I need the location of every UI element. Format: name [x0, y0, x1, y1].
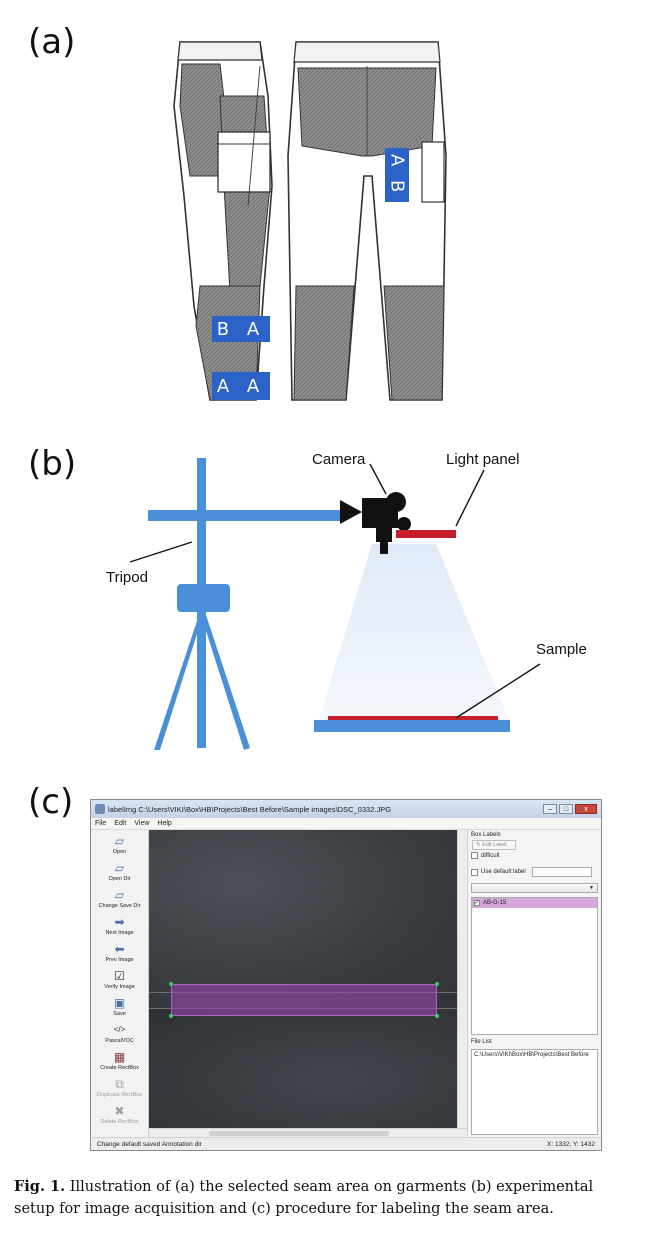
label-visible-checkbox[interactable]: ✓ [474, 900, 480, 906]
trouser-side-view [173, 41, 273, 401]
seam-label-aa: A A [212, 372, 270, 400]
bbox-handle[interactable] [435, 1014, 439, 1018]
pascalvoc-button[interactable]: </> PascalVOC [105, 1025, 134, 1044]
open-dir-button[interactable]: ▱ Open Dir [108, 861, 131, 882]
folder-dir-icon: ▱ [114, 861, 125, 875]
bbox-handle[interactable] [169, 982, 173, 986]
menu-bar: File Edit View Help [91, 818, 601, 830]
difficult-checkbox[interactable] [471, 852, 478, 859]
bbox-handle[interactable] [435, 982, 439, 986]
panel-b-letter: (b) [28, 444, 77, 484]
menu-help[interactable]: Help [157, 820, 172, 827]
box-labels-title: Box Labels [471, 832, 501, 838]
status-bar: Change default saved Annotation dir X: 1… [91, 1137, 601, 1150]
sample-base [314, 720, 510, 732]
use-default-label-checkbox[interactable] [471, 868, 478, 876]
floppy-save-icon: ▣ [113, 996, 126, 1010]
title-bar: labelImg C:\Users\VIKI\Box\HB\Projects\B… [91, 800, 601, 818]
window-title: labelImg C:\Users\VIKI\Box\HB\Projects\B… [108, 804, 392, 814]
delete-rectbox-button[interactable]: ✖ Delete RectBox [100, 1104, 139, 1125]
seam-label-ab: A B [385, 148, 409, 202]
bounding-box[interactable] [171, 984, 437, 1016]
duplicate-rectbox-button[interactable]: ⧉ Duplicate RectBox [96, 1077, 143, 1098]
light-panel-label: Light panel [446, 451, 519, 468]
app-icon [95, 804, 105, 814]
folder-open-icon: ▱ [114, 834, 125, 848]
caption-label: Fig. 1. [14, 1178, 66, 1195]
trousers-drawing [173, 41, 447, 401]
chevron-down-icon: ▼ [589, 885, 594, 891]
menu-file[interactable]: File [95, 820, 107, 827]
default-label-row: Use default label [468, 865, 601, 879]
file-list-title: File List [471, 1039, 492, 1045]
light-panel [396, 530, 456, 538]
arrow-left-icon: ⬅ [114, 942, 125, 956]
maximize-button[interactable]: □ [559, 804, 573, 814]
tripod-label: Tripod [106, 569, 148, 586]
vertical-scrollbar[interactable] [457, 830, 467, 1128]
camera-icon [340, 492, 411, 554]
garment-illustration: B A A A A B [160, 36, 460, 406]
tool-bar: ▱ Open ▱ Open Dir ▱ Change Save Dir ➡ Ne… [91, 830, 149, 1138]
seam-label-ba: B A [212, 316, 270, 342]
cursor-coordinates: X: 1332; Y: 1432 [547, 1140, 595, 1148]
panel-c-letter: (c) [28, 782, 74, 822]
save-button[interactable]: ▣ Save [113, 996, 126, 1017]
tripod [148, 458, 344, 750]
arrow-right-icon: ➡ [114, 915, 125, 929]
duplicate-rect-icon: ⧉ [115, 1077, 124, 1091]
labelimg-window: labelImg C:\Users\VIKI\Box\HB\Projects\B… [90, 799, 602, 1151]
image-canvas[interactable] [149, 830, 457, 1128]
fabric-lower-region [149, 1008, 457, 1128]
pencil-icon: ✎ [476, 842, 483, 848]
caption-text: Illustration of (a) the selected seam ar… [14, 1179, 594, 1217]
sample-label: Sample [536, 641, 587, 658]
bbox-handle[interactable] [169, 1014, 173, 1018]
verify-check-icon: ☑ [114, 969, 125, 983]
figure-caption: Fig. 1. Illustration of (a) the selected… [14, 1176, 634, 1220]
camera-label: Camera [312, 451, 366, 468]
horizontal-scrollbar[interactable] [149, 1128, 467, 1138]
next-image-button[interactable]: ➡ Next Image [105, 915, 134, 936]
menu-view[interactable]: View [134, 820, 150, 827]
status-message: Change default saved Annotation dir [97, 1140, 202, 1148]
prev-image-button[interactable]: ⬅ Prev Image [105, 942, 134, 963]
create-rectbox-button[interactable]: ▦ Create RectBox [100, 1050, 139, 1071]
label-list[interactable]: ✓ AB-G-15 [471, 897, 598, 1035]
label-combobox[interactable]: ▼ [471, 883, 598, 893]
create-rect-icon: ▦ [113, 1050, 126, 1064]
acquisition-setup-diagram: Camera Light panel Tripod Sample [100, 440, 640, 760]
trouser-front-view [287, 41, 447, 401]
code-format-icon: </> [113, 1025, 126, 1034]
difficult-row: difficult [468, 850, 601, 861]
fabric-upper-region [149, 830, 457, 1008]
change-save-dir-button[interactable]: ▱ Change Save Dir [98, 888, 141, 909]
menu-edit[interactable]: Edit [114, 820, 127, 827]
default-label-input[interactable] [531, 867, 592, 877]
delete-rect-icon: ✖ [114, 1104, 125, 1118]
close-button[interactable]: x [575, 804, 597, 814]
panel-a-letter: (a) [28, 22, 76, 62]
sample-strip [328, 716, 498, 720]
list-item[interactable]: C:\Users\VIKI\Box\HB\Projects\Best Befor… [474, 1052, 589, 1058]
file-list[interactable]: C:\Users\VIKI\Box\HB\Projects\Best Befor… [471, 1049, 598, 1135]
right-dock: Box Labels ✎ Edit Label difficult Use de… [467, 830, 601, 1138]
minimize-button[interactable]: – [543, 804, 557, 814]
list-item[interactable]: ✓ AB-G-15 [472, 898, 597, 908]
edit-label-button[interactable]: ✎ Edit Label [472, 840, 516, 850]
open-button[interactable]: ▱ Open [112, 834, 127, 855]
setup-svg: Camera Light panel Tripod Sample [106, 451, 587, 750]
scroll-thumb[interactable] [209, 1131, 389, 1136]
folder-save-icon: ▱ [114, 888, 125, 902]
light-cone [318, 544, 510, 722]
verify-image-button[interactable]: ☑ Verify Image [104, 969, 135, 990]
